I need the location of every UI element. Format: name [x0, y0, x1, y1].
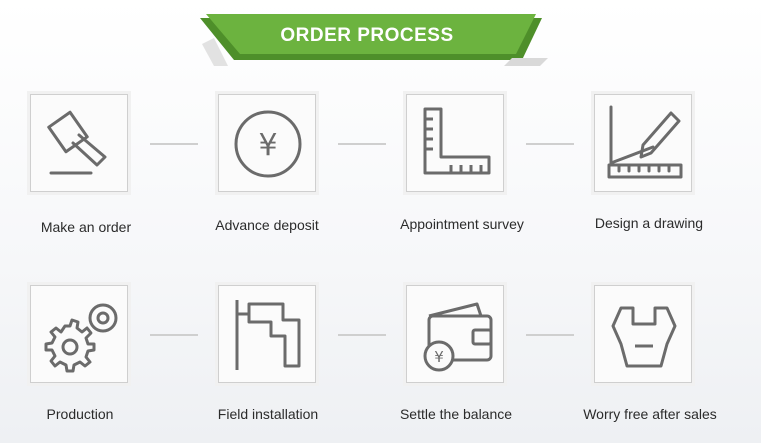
step-make-an-order-icon-box — [30, 94, 128, 192]
page-title: ORDER PROCESS — [280, 25, 454, 46]
step-settle-the-balance-icon-box: ¥ — [406, 285, 504, 383]
connector-4 — [150, 334, 198, 336]
step-label-design-a-drawing: Design a drawing — [594, 215, 704, 231]
connector-5 — [338, 334, 386, 336]
order-process-banner: ORDER PROCESS — [192, 14, 552, 66]
step-label-advance-deposit: Advance deposit — [215, 217, 319, 233]
connector-2 — [338, 143, 386, 145]
step-field-installation-icon-box — [218, 285, 316, 383]
step-label-appointment-survey: Appointment survey — [400, 216, 524, 232]
step-worry-free-after-sales-icon-box — [594, 285, 692, 383]
step-label-make-an-order: Make an order — [40, 219, 132, 235]
step-design-a-drawing-icon-box — [594, 94, 692, 192]
wallet-yen-icon: ¥ — [423, 302, 493, 372]
wrench-icon — [611, 306, 677, 368]
step-label-settle-the-balance: Settle the balance — [399, 406, 513, 422]
step-appointment-survey-icon-box — [406, 94, 504, 192]
gears-icon — [44, 303, 118, 373]
connector-1 — [150, 143, 198, 145]
step-label-production: Production — [46, 406, 114, 422]
step-advance-deposit-icon-box: ¥ — [218, 94, 316, 192]
stairs-icon — [235, 300, 301, 370]
connector-6 — [526, 334, 574, 336]
pencil-ruler-icon — [607, 105, 683, 179]
step-production-icon-box — [30, 285, 128, 383]
gavel-icon — [47, 110, 107, 175]
svg-text:¥: ¥ — [258, 128, 277, 163]
step-label-worry-free-after-sales: Worry free after sales — [583, 406, 717, 422]
yen-coin-icon: ¥ — [234, 110, 302, 178]
svg-text:¥: ¥ — [434, 348, 444, 366]
ruler-square-icon — [423, 107, 491, 175]
connector-3 — [526, 143, 574, 145]
banner-ribbon — [200, 14, 548, 66]
step-label-field-installation: Field installation — [217, 406, 319, 422]
